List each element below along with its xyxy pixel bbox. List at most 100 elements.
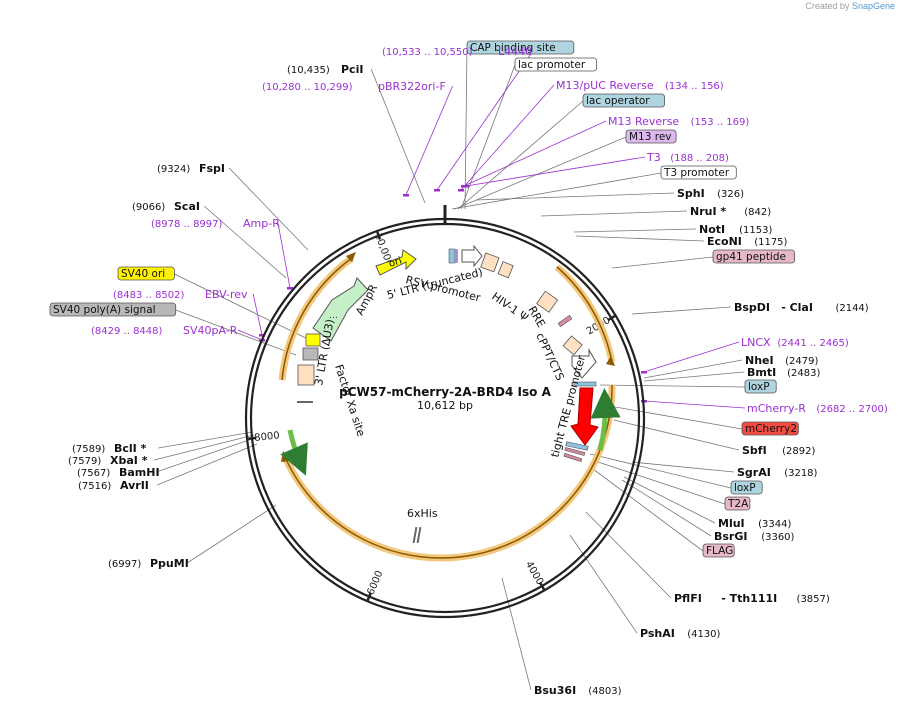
leader-line xyxy=(203,205,287,279)
feature-label-box xyxy=(49,302,177,317)
orf-arc-gp41-line xyxy=(556,266,613,363)
primer-label: Amp-R xyxy=(243,217,280,230)
enzyme-coord: (326) xyxy=(717,189,744,200)
leader-line xyxy=(370,68,426,204)
tre-promoter-arrow xyxy=(571,348,597,379)
enzyme-label: SphI xyxy=(677,187,705,200)
leader-line xyxy=(237,329,263,341)
primer-label: mCherry-R xyxy=(747,402,806,415)
enzyme-label: SgrAI xyxy=(737,466,771,479)
leader-line xyxy=(175,309,297,356)
primer-label: SV40pA-R xyxy=(183,324,238,337)
ori-label: ori xyxy=(388,255,404,269)
feature-label-6xhis: 6xHis xyxy=(407,507,438,520)
feature-label-box xyxy=(466,40,575,55)
feature-label-text: lac operator xyxy=(586,95,650,107)
leader-line xyxy=(464,47,468,210)
enzyme-coord: (2483) xyxy=(787,368,820,379)
mcherry2-feature xyxy=(570,387,599,446)
leader-line xyxy=(457,100,584,210)
feature-label-box xyxy=(582,93,665,108)
ring-tick-label: 6000 xyxy=(365,569,385,597)
rre-box xyxy=(536,290,559,313)
t2a-box xyxy=(564,447,586,456)
primer-coord: (8978 .. 8997) xyxy=(151,219,223,230)
enzyme-coord: (842) xyxy=(744,207,771,218)
m13-feature xyxy=(455,249,458,263)
snapgene-credit: Created by SnapGene xyxy=(805,1,895,11)
primer-coord: (188 .. 208) xyxy=(670,153,729,164)
leader-line xyxy=(540,210,688,217)
feature-label-box xyxy=(741,421,799,436)
feature-label-text: loxP xyxy=(734,482,756,494)
leader-line xyxy=(589,453,732,489)
enzyme-coord: (7567) xyxy=(77,468,110,479)
primer-label: L4440 xyxy=(498,45,532,58)
rsv-promoter-arrow xyxy=(461,244,483,268)
leader-line xyxy=(591,459,726,505)
enzyme-coord: (3360) xyxy=(761,532,794,543)
enzyme-coord: (3857) xyxy=(797,594,830,605)
feature-label-text: mCherry2 xyxy=(745,423,797,435)
enzyme-coord: (4803) xyxy=(588,686,621,697)
sv40-polya-box xyxy=(302,347,319,361)
feature-label-text: lac promoter xyxy=(518,59,586,71)
enzyme-coord: (2144) xyxy=(835,303,868,314)
leader-line xyxy=(174,273,313,342)
factor-xa-mark xyxy=(297,401,313,403)
leader-line xyxy=(475,192,675,201)
ring-tick xyxy=(376,231,382,240)
primer-label: M13 Reverse xyxy=(608,115,679,128)
leader-line xyxy=(643,371,745,382)
enzyme-label: BsrGI xyxy=(714,530,747,543)
feature-label-box xyxy=(702,543,735,558)
loxp-box-2 xyxy=(565,441,589,451)
enzyme-label: NotI xyxy=(699,223,725,236)
primer-label: M13/pUC Reverse xyxy=(556,79,654,92)
leader-line xyxy=(465,156,646,187)
feature-label-text: FLAG xyxy=(706,545,733,557)
leader-line xyxy=(569,534,638,634)
enzyme-label: AvrII xyxy=(120,479,149,492)
primer-coord: (2441 .. 2465) xyxy=(777,338,849,349)
loxp-box-1 xyxy=(573,381,597,387)
feature-label-text: loxP xyxy=(748,381,770,393)
ring-tick xyxy=(366,592,372,601)
leader-line xyxy=(597,403,743,430)
feature-label-hiv: HIV-1 Ψ xyxy=(489,290,531,325)
leader-line xyxy=(451,172,662,210)
leader-line xyxy=(436,50,534,191)
primer-coord: (8429 .. 8448) xyxy=(91,326,163,337)
enzyme-label: BamHI xyxy=(119,466,160,479)
hiv-psi-box xyxy=(497,261,514,279)
arrowhead-gp41 xyxy=(606,356,615,366)
feature-label-box xyxy=(744,379,777,394)
enzyme-label: PshAI xyxy=(640,627,675,640)
green-arrow-left xyxy=(280,429,308,476)
primer-coord: (134 .. 156) xyxy=(665,81,724,92)
lac-feature xyxy=(448,248,456,264)
enzyme-label: MluI xyxy=(718,517,745,530)
leader-line xyxy=(463,120,607,187)
ring-tick-label: 4000 xyxy=(523,559,545,587)
enzyme-coord: (7589) xyxy=(72,444,105,455)
plasmid-size: 10,612 bp xyxy=(417,399,473,412)
primer-site-mark xyxy=(458,189,464,192)
primer-coord: (10,280 .. 10,299) xyxy=(262,82,353,93)
leader-line xyxy=(158,431,254,449)
ltr3-box xyxy=(297,364,315,386)
enzyme-label: Bsu36I xyxy=(534,684,576,697)
ampr-feature xyxy=(312,277,369,342)
leader-line xyxy=(643,400,746,409)
enzyme-label: FspI xyxy=(199,162,225,175)
green-arrow-right xyxy=(590,388,621,451)
arrowhead-brd4 xyxy=(281,451,291,462)
enzyme-label: BspDI xyxy=(734,301,770,314)
feature-label-box xyxy=(730,480,763,495)
ori-feature xyxy=(375,249,417,276)
leader-line xyxy=(228,167,309,251)
flag-box xyxy=(563,452,583,463)
ring-tick xyxy=(247,436,257,440)
feature-label-box xyxy=(660,165,737,180)
enzyme-coord: (6997) xyxy=(108,559,141,570)
